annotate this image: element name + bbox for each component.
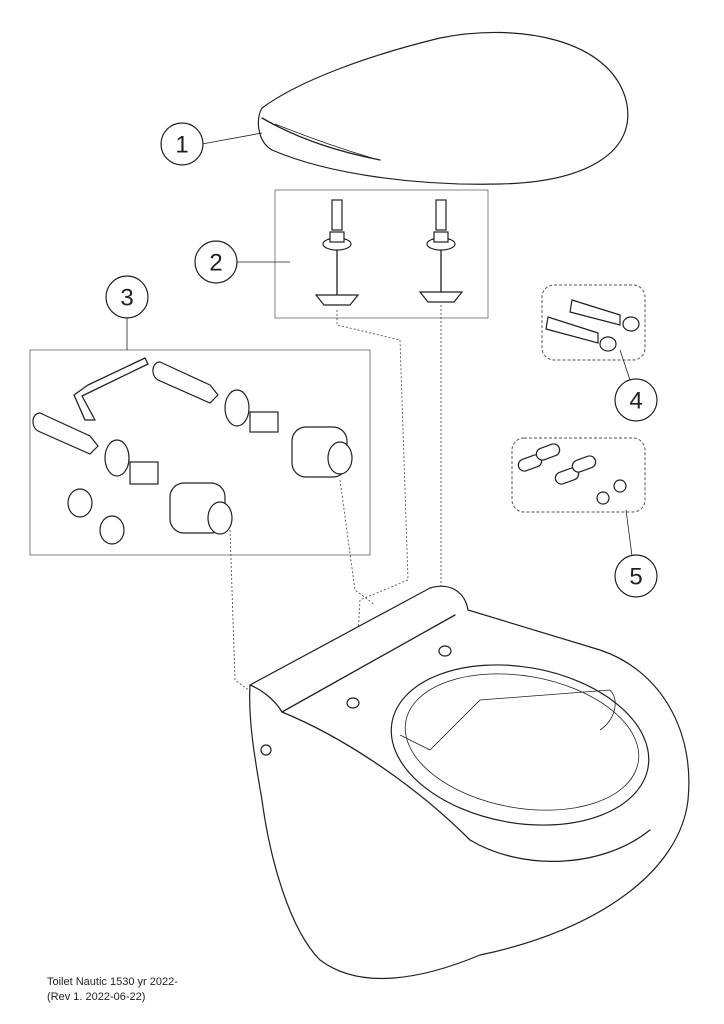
diagram-title: Toilet Nautic 1530 yr 2022-	[47, 976, 178, 988]
diagram-caption: Toilet Nautic 1530 yr 2022- (Rev 1. 2022…	[47, 975, 178, 1005]
hinge-bolts-group	[274, 189, 489, 319]
svg-text:1: 1	[175, 132, 188, 159]
diagram-revision: (Rev 1. 2022-06-22)	[47, 991, 146, 1003]
callout-5: 5	[614, 554, 658, 598]
callout-4: 4	[614, 378, 658, 422]
hinge-pins-group	[541, 284, 646, 381]
hinge-bolt-left	[314, 199, 360, 306]
svg-text:4: 4	[629, 388, 642, 415]
callout-3: 3	[105, 275, 149, 350]
buffers-group	[511, 437, 646, 557]
seat-lid	[257, 31, 629, 185]
hinge-bolt-right	[418, 199, 464, 303]
svg-text:2: 2	[209, 250, 222, 277]
callout-1: 1	[160, 122, 263, 166]
toilet-bowl	[249, 585, 690, 980]
svg-text:5: 5	[629, 564, 642, 591]
svg-text:3: 3	[120, 285, 133, 312]
callout-2: 2	[194, 240, 290, 284]
fitting-kit-group	[29, 349, 371, 556]
